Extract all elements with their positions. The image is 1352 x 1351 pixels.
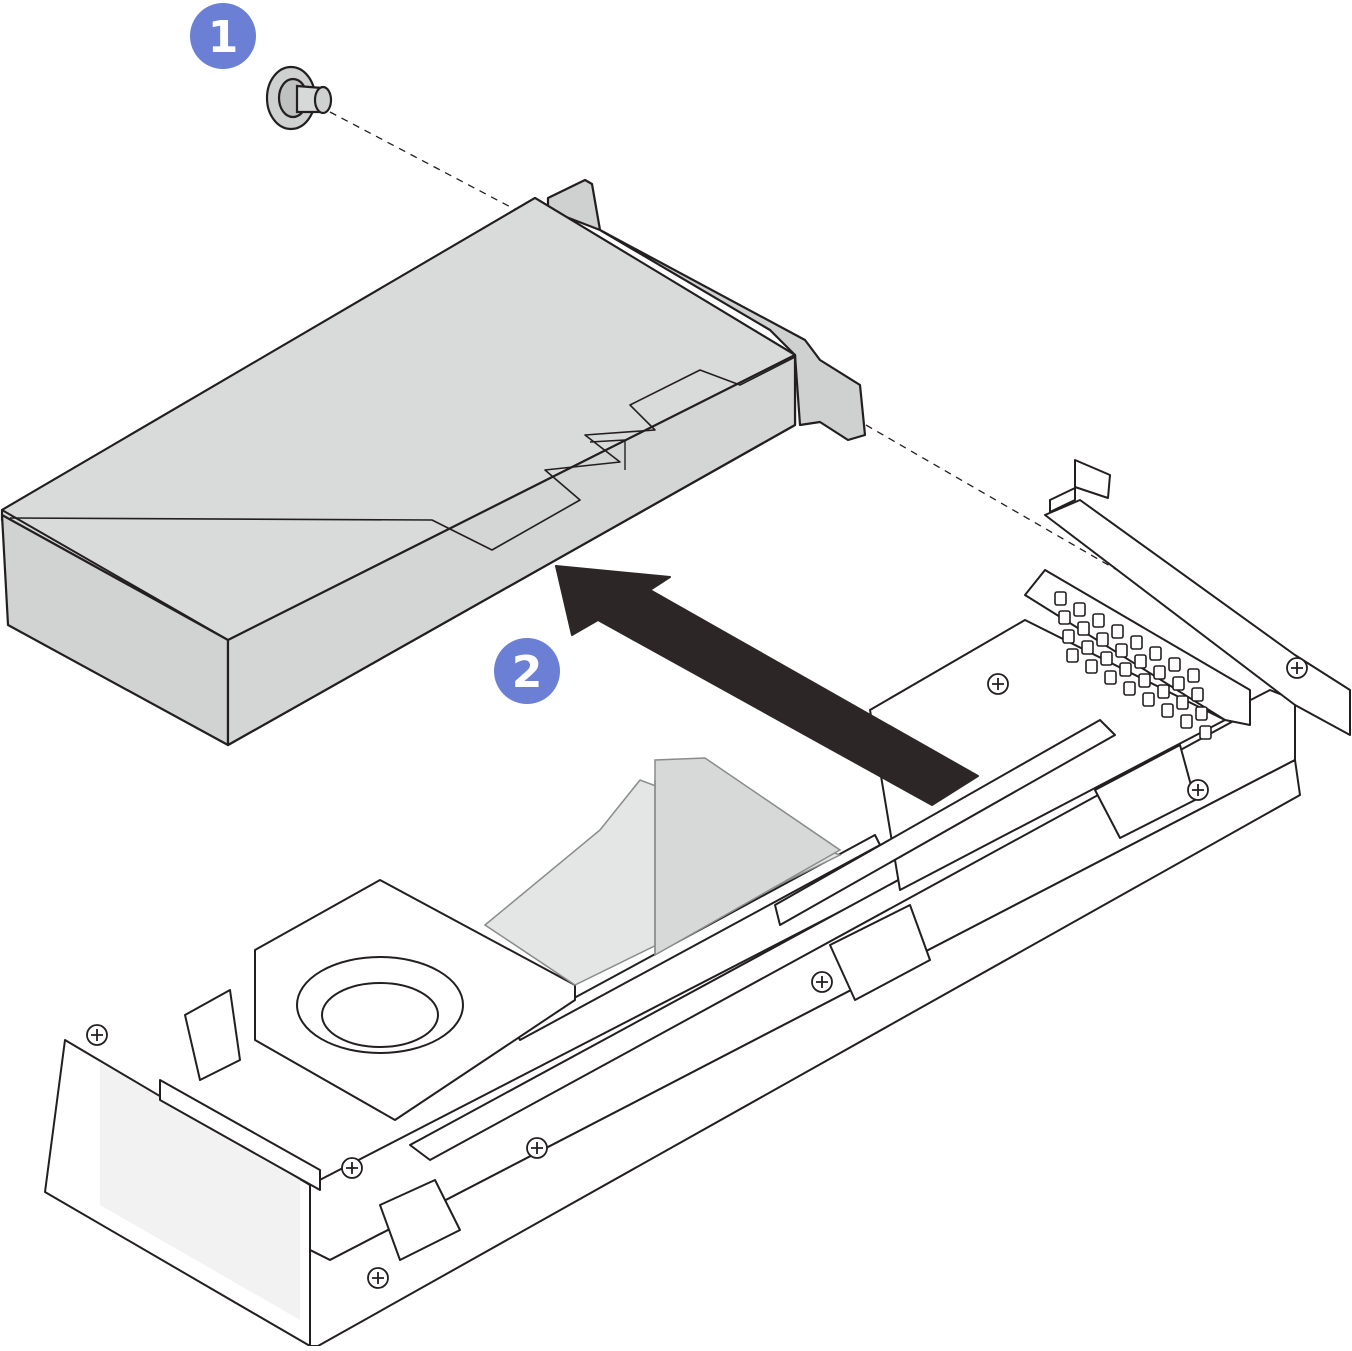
grill-slot — [1115, 643, 1128, 658]
grill-slot — [1168, 657, 1181, 672]
grill-slot — [1187, 668, 1200, 683]
grill-slot — [1199, 725, 1212, 740]
grill-slot — [1085, 659, 1098, 674]
grill-slot — [1180, 714, 1193, 729]
grill-slot — [1149, 646, 1162, 661]
callout-1-label: 1 — [208, 12, 239, 63]
grill-slot — [1062, 629, 1075, 644]
callout-2-badge — [494, 638, 560, 704]
chassis-screw-icon — [987, 673, 1009, 695]
screw-icon — [265, 65, 333, 131]
grill-slot — [1153, 665, 1166, 680]
chassis-screw-icon — [367, 1267, 389, 1289]
grill-slot — [1111, 624, 1124, 639]
grill-slot — [1100, 651, 1113, 666]
grill-slot — [1058, 610, 1071, 625]
grill-slot — [1054, 591, 1067, 606]
chassis-screw-icon — [811, 971, 833, 993]
grill-slot — [1161, 703, 1174, 718]
grill-slot — [1195, 706, 1208, 721]
chassis-screw-icon — [86, 1024, 108, 1046]
callout-2-label: 2 — [512, 647, 543, 698]
grill-slot — [1077, 621, 1090, 636]
screw-guide-line — [329, 111, 521, 213]
grill-slot — [1176, 695, 1189, 710]
chassis-screw-icon — [1286, 657, 1308, 679]
grill-slot — [1138, 673, 1151, 688]
removal-direction-arrow — [555, 565, 979, 806]
grill-slot — [1073, 602, 1086, 617]
grill-slot — [1104, 670, 1117, 685]
pcie-adapter-card — [0, 178, 867, 747]
grill-slot — [1191, 687, 1204, 702]
callout-1: 1 — [190, 3, 256, 69]
grill-slot — [1119, 662, 1132, 677]
callout-1-badge — [190, 3, 256, 69]
grill-slot — [1142, 692, 1155, 707]
air-duct — [483, 757, 842, 986]
chassis-screws — [86, 657, 1308, 1289]
grill-slot — [1123, 681, 1136, 696]
callout-2: 2 — [494, 638, 560, 704]
riser-grill — [1054, 591, 1212, 740]
grill-slot — [1134, 654, 1147, 669]
grill-slot — [1066, 648, 1079, 663]
grill-slot — [1092, 613, 1105, 628]
grill-slot — [1096, 632, 1109, 647]
grill-slot — [1172, 676, 1185, 691]
chassis-screw-icon — [526, 1137, 548, 1159]
chassis-screw-icon — [341, 1157, 363, 1179]
grill-slot — [1130, 635, 1143, 650]
grill-slot — [1157, 684, 1170, 699]
grill-slot — [1081, 640, 1094, 655]
chassis-screw-icon — [1187, 779, 1209, 801]
